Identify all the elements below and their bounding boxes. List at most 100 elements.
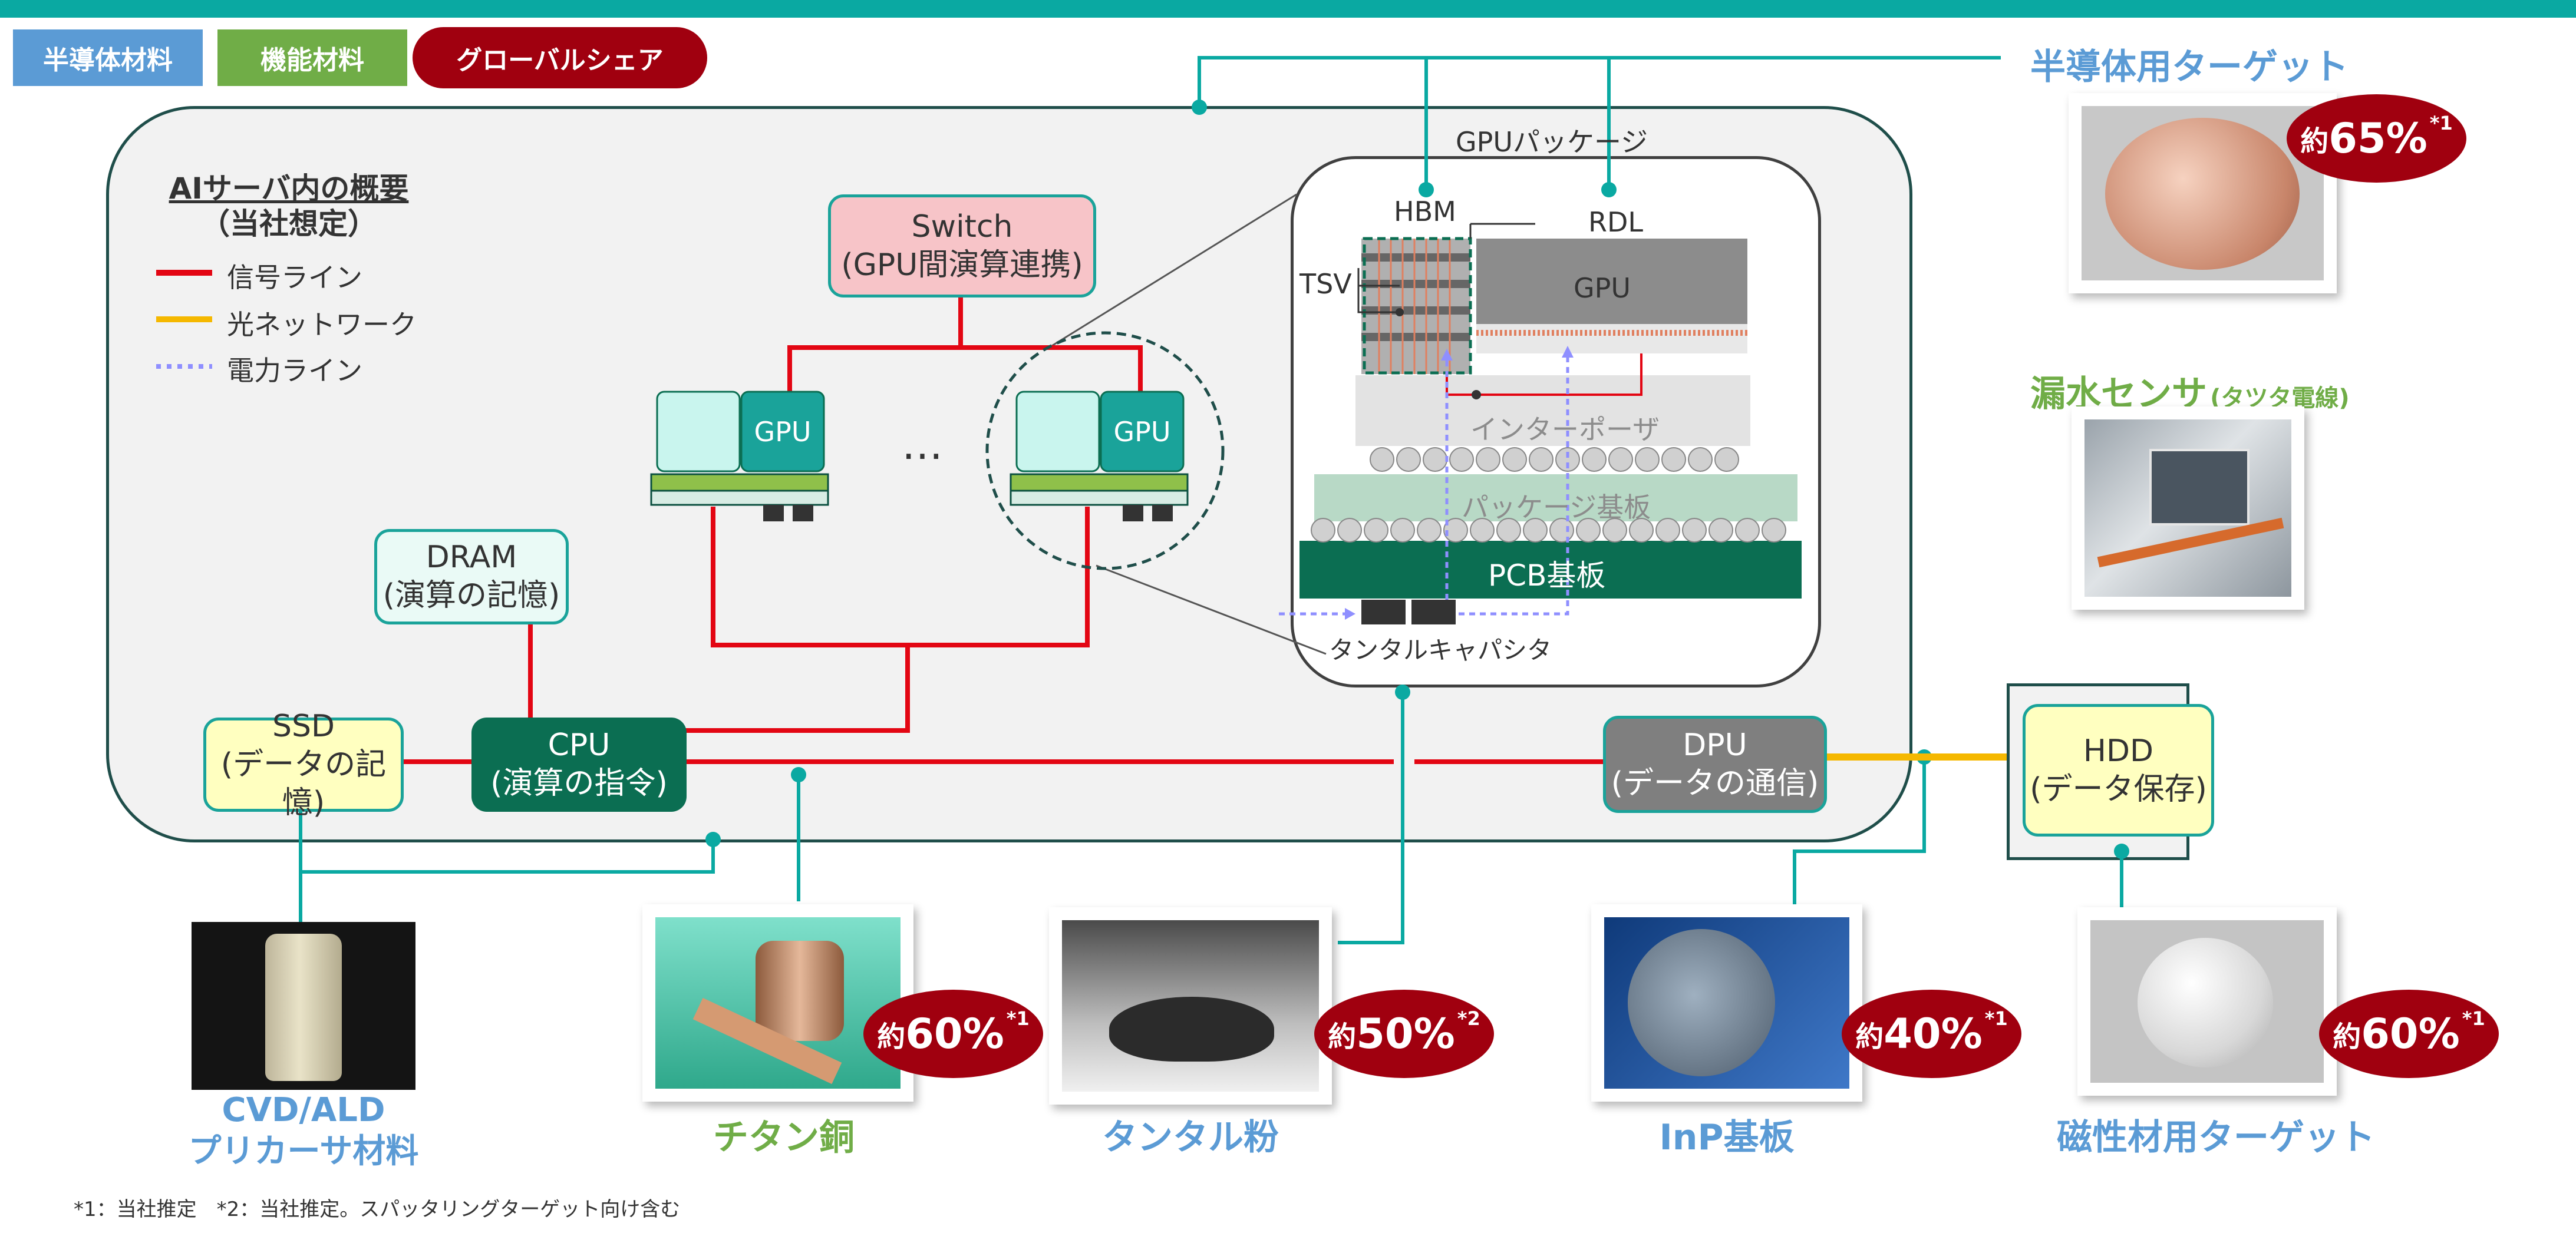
cvd-bottle-image (265, 934, 342, 1081)
inp-label: InP基板 (1659, 1116, 1795, 1158)
ssd-subtitle: (データの記憶) (220, 746, 387, 821)
gpu-die (1476, 239, 1747, 324)
power-lines (1279, 351, 1569, 616)
titanium-photo (642, 904, 913, 1102)
ssd-title: SSD (272, 708, 335, 744)
inp-photo (1591, 904, 1862, 1102)
cvd-label: CVD/ALD プリカーサ材料 (159, 1087, 448, 1175)
target-photo (2069, 93, 2337, 293)
titanium-label-box: チタン銅 (648, 1108, 919, 1161)
material-connectors (299, 56, 2123, 944)
dpu-title: DPU (1683, 727, 1747, 763)
legend-optical-label: 光ネットワーク (227, 309, 417, 341)
tsv-label: TSV (1299, 268, 1352, 300)
switch-title: Switch (911, 209, 1013, 244)
titanium-share-value: 60% (905, 1010, 1004, 1058)
legend-power-label: 電力ライン (227, 355, 362, 386)
tag-semiconductor-label: 半導体材料 (43, 45, 173, 75)
titanium-share-note: *1 (1006, 1007, 1030, 1030)
cvd-photo (192, 922, 415, 1090)
dpu-subtitle: (データの通信) (1611, 765, 1819, 801)
dram-node: DRAM (演算の記憶) (374, 529, 569, 624)
connector-cvd (299, 784, 715, 874)
tantalum-share-note: *2 (1457, 1007, 1480, 1030)
switch-node: Switch (GPU間演算連携) (828, 194, 1096, 297)
gpu-die-label: GPU (1574, 272, 1631, 304)
gpu-label-left: GPU (741, 392, 824, 471)
magnetic-photo (2077, 907, 2337, 1096)
gpu-chip-left (740, 391, 825, 472)
header-bar (0, 0, 2576, 18)
legend-title: AIサーバ内の概要 (169, 171, 409, 206)
magnetic-disc-image (2138, 938, 2273, 1067)
inp-share-badge: 約 40% *1 (1842, 990, 2021, 1078)
tantalum-photo (1049, 907, 1332, 1105)
connector-target (1198, 56, 2001, 59)
target-share-note: *1 (2429, 112, 2453, 134)
legend-subtitle: （当社想定） (200, 207, 377, 241)
magnetic-share-value: 60% (2361, 1010, 2460, 1058)
gpu-right-text: GPU (1113, 415, 1171, 448)
signal-lines (401, 297, 1603, 764)
hdd-subtitle: (データ保存) (2030, 771, 2207, 807)
tantalum-label-box: タンタル粉 (1049, 1108, 1332, 1161)
tag-global-share-label: グローバルシェア (456, 45, 664, 75)
tantalum-share-value: 50% (1356, 1010, 1455, 1058)
package-cross-section (1279, 223, 1802, 624)
interposer-label: インターポーザ (1470, 414, 1660, 445)
sensor-device-image (2149, 449, 2250, 525)
target-disc-image (2105, 118, 2300, 270)
gpu-left-text: GPU (754, 415, 812, 448)
capacitor-label: タンタルキャパシタ (1329, 636, 1552, 665)
hbm-label: HBM (1394, 196, 1456, 227)
cpu-subtitle: (演算の指令) (490, 766, 668, 801)
cpu-node: CPU (演算の指令) (471, 718, 687, 812)
zoom-circle (985, 331, 1225, 570)
footnote: *1：当社推定 *2：当社推定。スパッタリングターゲット向け含む (74, 1193, 899, 1225)
target-share-badge: 約 65% *1 (2287, 94, 2466, 183)
substrate-label: パッケージ基板 (1462, 491, 1651, 523)
titanium-share-prefix: 約 (877, 1020, 906, 1053)
tag-functional-label: 機能材料 (260, 45, 364, 75)
magnetic-share-prefix: 約 (2333, 1020, 2361, 1053)
inp-wafer-image (1628, 929, 1775, 1076)
magnetic-label: 磁性材用ターゲット (2057, 1116, 2375, 1158)
gpu-label-right: GPU (1101, 392, 1183, 471)
pcb-label: PCB基板 (1488, 558, 1606, 593)
tantalum-label: タンタル粉 (1102, 1116, 1279, 1158)
zoom-line-top (1048, 193, 1297, 349)
dram-title: DRAM (426, 540, 517, 575)
package-title: GPUパッケージ (1456, 126, 1648, 158)
titanium-label: チタン銅 (713, 1116, 855, 1158)
gpu-chip-right (1100, 391, 1185, 472)
tantalum-capacitor-1 (1361, 600, 1406, 624)
hdd-node: HDD (データ保存) (2023, 704, 2214, 837)
inp-label-box: InP基板 (1591, 1108, 1862, 1161)
tag-semiconductor: 半導体材料 (13, 29, 203, 86)
ssd-node: SSD (データの記憶) (203, 709, 404, 821)
tag-global-share: グローバルシェア (413, 27, 707, 88)
legend-signal-label: 信号ライン (227, 262, 362, 293)
zoom-line-bottom (1096, 564, 1327, 655)
ellipsis-text: … (902, 421, 943, 469)
connector-tantalum (1338, 692, 1404, 944)
tantalum-share-prefix: 約 (1328, 1020, 1357, 1053)
tantalum-capacitor-2 (1411, 600, 1456, 624)
sensor-photo (2072, 406, 2304, 610)
titanium-share-badge: 約 60% *1 (863, 990, 1043, 1078)
hbm-outline (1363, 237, 1472, 375)
magnetic-share-note: *1 (2462, 1007, 2485, 1030)
footnote-text: *1：当社推定 *2：当社推定。スパッタリングターゲット向け含む (74, 1198, 681, 1221)
gpu-module-right (1010, 391, 1189, 521)
pcb-board (1299, 541, 1802, 599)
package-substrate (1314, 474, 1797, 521)
magnetic-label-box: 磁性材用ターゲット (2027, 1108, 2405, 1161)
gpu-ellipsis: … (872, 412, 972, 477)
hdd-title: HDD (2083, 733, 2154, 769)
connector-inp (1793, 757, 1926, 904)
inp-share-value: 40% (1884, 1010, 1983, 1058)
dram-subtitle: (演算の記憶) (382, 578, 560, 613)
tantalum-share-badge: 約 50% *2 (1314, 990, 1494, 1078)
